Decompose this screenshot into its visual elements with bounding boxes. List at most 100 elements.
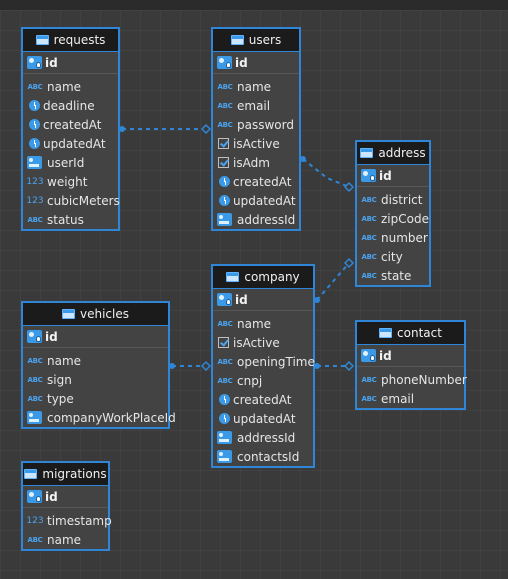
checkbox-icon xyxy=(218,337,229,348)
column-name: email xyxy=(237,98,271,113)
text-type-icon: ABC xyxy=(361,214,377,223)
table-header[interactable]: requests xyxy=(23,29,118,52)
table-header[interactable]: vehicles xyxy=(23,303,168,326)
text-type-icon: ABC xyxy=(27,535,43,544)
column-row[interactable]: addressId xyxy=(213,210,299,229)
primary-key-row[interactable]: id xyxy=(23,486,108,508)
primary-key-row[interactable]: id xyxy=(213,52,299,74)
table-header[interactable]: contact xyxy=(357,322,464,345)
column-name: deadline xyxy=(43,98,95,113)
foreign-key-icon xyxy=(217,450,232,463)
number-type-icon: 123 xyxy=(26,176,44,187)
column-name: updatedAt xyxy=(233,411,296,426)
column-row[interactable]: userId xyxy=(23,153,118,172)
checkbox-icon xyxy=(218,138,229,149)
column-name: cubicMeters xyxy=(47,193,120,208)
table-header[interactable]: company xyxy=(213,266,313,289)
foreign-key-icon xyxy=(217,431,232,444)
column-row[interactable]: createdAt xyxy=(213,390,313,409)
column-name: isAdm xyxy=(233,155,270,170)
primary-key-icon xyxy=(27,56,42,69)
table-header[interactable]: migrations xyxy=(23,463,108,486)
column-row[interactable]: isActive xyxy=(213,134,299,153)
primary-key-row[interactable]: id xyxy=(23,326,168,348)
primary-key-row[interactable]: id xyxy=(213,289,313,311)
column-row[interactable]: addressId xyxy=(213,428,313,447)
column-row[interactable]: createdAt xyxy=(213,172,299,191)
column-name: password xyxy=(237,117,294,132)
clock-icon xyxy=(29,138,40,149)
column-name: userId xyxy=(47,155,85,170)
column-name: name xyxy=(237,79,272,94)
table-title: migrations xyxy=(42,467,107,481)
column-row[interactable]: updatedAt xyxy=(213,191,299,210)
table-header[interactable]: address xyxy=(357,142,429,165)
table-icon xyxy=(379,328,393,338)
column-name: name xyxy=(47,353,82,368)
column-row[interactable]: updatedAt xyxy=(213,409,313,428)
clock-icon xyxy=(219,176,230,187)
text-type-icon: ABC xyxy=(27,82,43,91)
column-row[interactable]: isActive xyxy=(213,333,313,352)
column-name: isActive xyxy=(233,335,280,350)
table-icon xyxy=(226,272,240,282)
column-name: createdAt xyxy=(43,117,102,132)
clock-icon xyxy=(29,119,40,130)
column-name: updatedAt xyxy=(233,193,296,208)
column-row[interactable]: updatedAt xyxy=(23,134,118,153)
text-type-icon: ABC xyxy=(217,82,233,91)
column-row[interactable]: companyWorkPlaceId xyxy=(23,408,176,427)
foreign-key-icon xyxy=(27,156,42,169)
column-row[interactable]: contactsId xyxy=(213,447,313,466)
text-type-icon: ABC xyxy=(361,271,377,280)
text-type-icon: ABC xyxy=(361,252,377,261)
text-type-icon: ABC xyxy=(27,375,43,384)
column-name: name xyxy=(237,316,272,331)
primary-key-row[interactable]: id xyxy=(357,345,464,367)
column-row[interactable]: deadline xyxy=(23,96,118,115)
primary-key-row[interactable]: id xyxy=(23,52,118,74)
column-row[interactable]: createdAt xyxy=(23,115,118,134)
primary-key-icon xyxy=(217,293,232,306)
foreign-key-icon xyxy=(27,411,42,424)
clock-icon xyxy=(219,394,230,405)
column-row[interactable]: ABC name xyxy=(213,77,299,96)
table-icon xyxy=(230,35,244,45)
column-name: id xyxy=(45,55,58,70)
table-header[interactable]: users xyxy=(213,29,299,52)
column-name: timestamp xyxy=(47,513,112,528)
column-row[interactable]: isAdm xyxy=(213,153,299,172)
column-name: addressId xyxy=(237,212,296,227)
primary-key-row[interactable]: id xyxy=(357,165,429,187)
